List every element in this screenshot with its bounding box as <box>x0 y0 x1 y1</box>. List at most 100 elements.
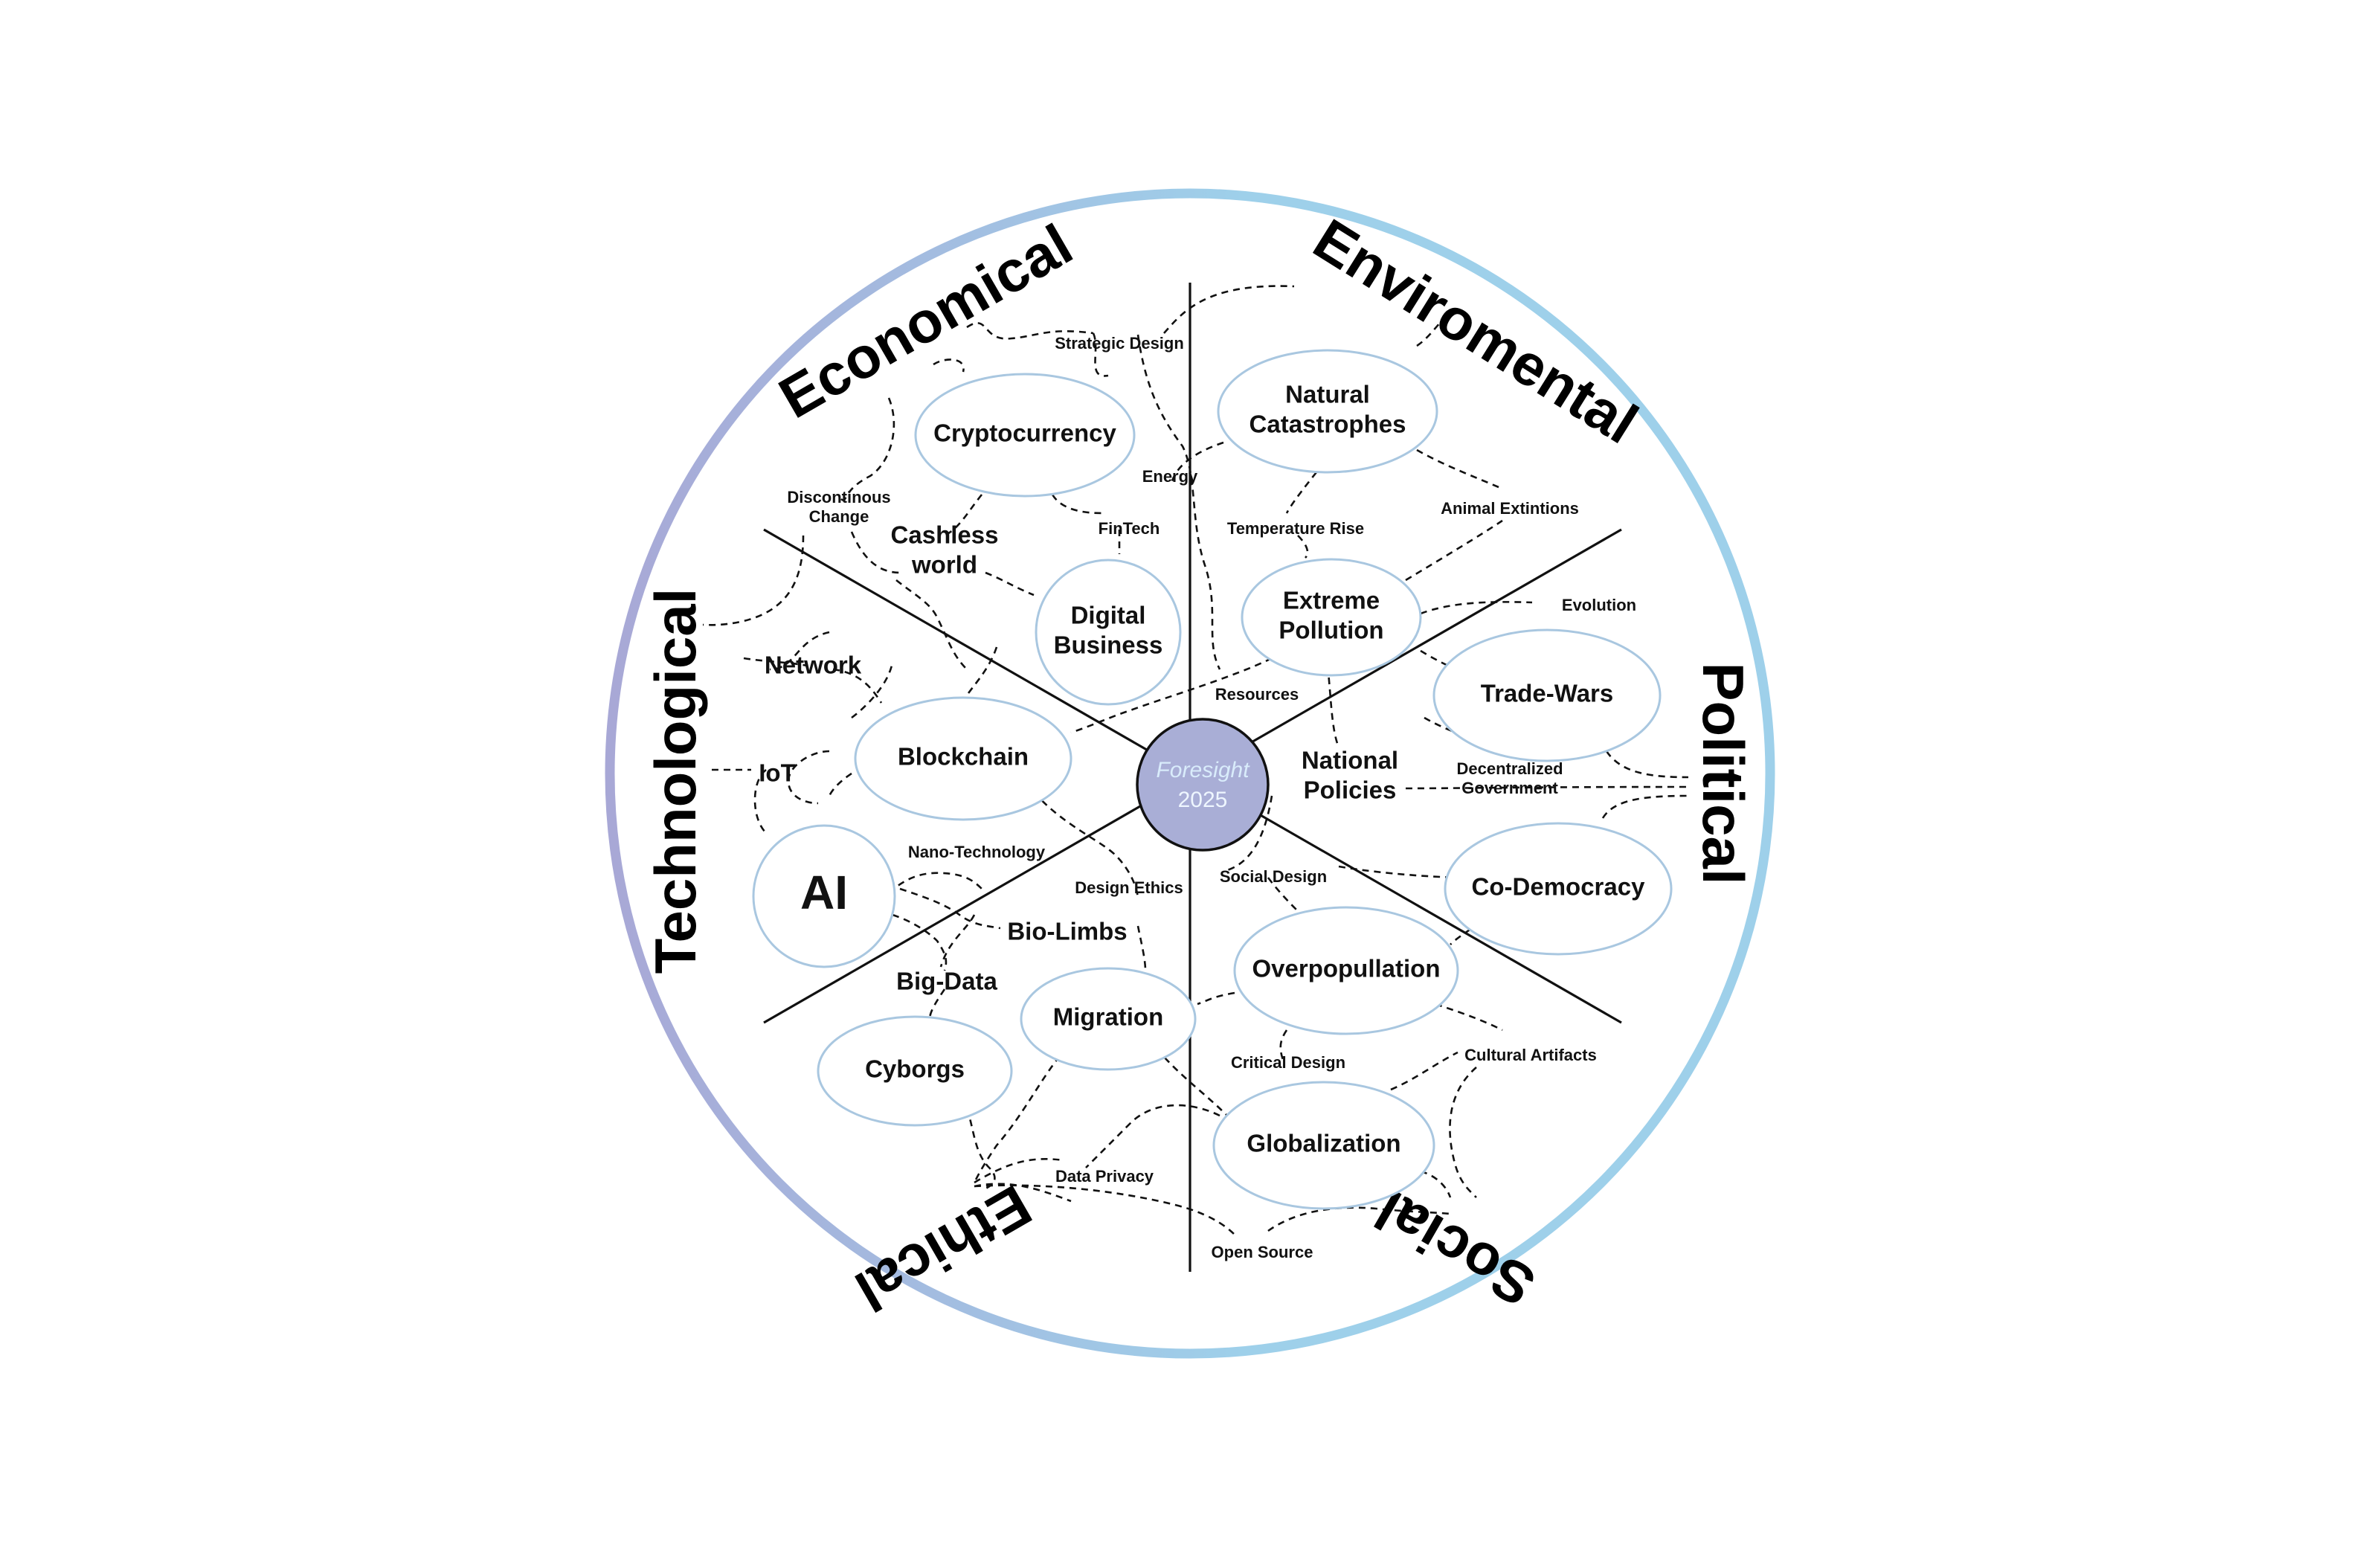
connection <box>1197 991 1235 1006</box>
tag-social-design-text: Social Design <box>1220 867 1327 886</box>
tags-layer: Strategic Design Energy Animal Extintion… <box>787 334 1636 1261</box>
tag-discontinous-change-text: Discontinous <box>787 488 890 506</box>
segment-label-social: Social <box>1365 1177 1546 1319</box>
connection <box>828 772 852 797</box>
connection <box>1416 319 1444 347</box>
label-bio-limbs: Bio-Limbs <box>1007 918 1127 945</box>
node-trade-wars: Trade-Wars <box>1432 628 1662 762</box>
connection <box>974 1184 1235 1235</box>
node-overpopullation-text: Overpopullation <box>1252 955 1440 982</box>
connection <box>974 1183 1072 1203</box>
node-natural-catastrophes-ellipse <box>1217 349 1438 474</box>
connection <box>1605 750 1689 779</box>
tag-strategic-design: Strategic Design <box>1055 334 1184 353</box>
node-ai-ellipse <box>752 824 896 968</box>
tag-nano-technology: Nano-Technology <box>908 843 1046 861</box>
node-cryptocurrency: Cryptocurrency <box>914 373 1136 498</box>
tag-evolution-text: Evolution <box>1562 596 1636 614</box>
center-title: Foresight <box>1156 758 1250 782</box>
node-trade-wars-ellipse <box>1432 628 1662 762</box>
connection <box>1226 795 1273 872</box>
node-blockchain: Blockchain <box>854 696 1072 821</box>
connection <box>1136 925 1147 971</box>
tag-temperature-rise: Temperature Rise <box>1227 519 1364 538</box>
node-digital-business-text: Digital <box>1071 602 1146 629</box>
connection <box>944 494 983 537</box>
node-globalization-text: Globalization <box>1247 1130 1400 1157</box>
node-cyborgs-text: Cyborgs <box>865 1055 965 1083</box>
connection <box>1338 865 1458 879</box>
tag-fintech: FinTech <box>1099 519 1160 538</box>
tag-energy-text: Energy <box>1142 467 1198 486</box>
tag-cultural-artifacts: Cultural Artifacts <box>1464 1046 1597 1064</box>
connection <box>840 397 895 501</box>
node-cyborgs: Cyborgs <box>817 1015 1013 1127</box>
node-natural-catastrophes-text: Natural <box>1285 381 1370 408</box>
tag-design-ethics: Design Ethics <box>1075 878 1183 897</box>
node-cryptocurrency-text: Cryptocurrency <box>933 419 1116 447</box>
label-national-policies-text: National <box>1302 747 1398 774</box>
connection <box>888 872 982 894</box>
connection <box>1163 285 1295 334</box>
connection <box>1092 332 1109 377</box>
connection <box>1405 519 1503 582</box>
label-iot: IoT <box>759 759 795 787</box>
connection <box>933 358 965 373</box>
connection <box>1416 448 1499 489</box>
connection <box>832 668 883 704</box>
node-blockchain-text: Blockchain <box>898 743 1029 771</box>
tag-cultural-artifacts-text: Cultural Artifacts <box>1464 1046 1597 1064</box>
connection <box>851 661 894 719</box>
connection <box>1085 1104 1220 1168</box>
segment-label-technological: Technological <box>643 588 708 974</box>
outer-ring <box>605 188 1775 1359</box>
node-trade-wars-text: Trade-Wars <box>1481 680 1614 707</box>
connection <box>1420 601 1533 615</box>
connection <box>985 571 1035 596</box>
node-digital-business-text: Business <box>1054 631 1163 659</box>
node-ai: AI <box>752 824 896 968</box>
label-big-data: Big-Data <box>896 968 997 995</box>
tag-energy: Energy <box>1142 467 1198 486</box>
connection <box>939 914 976 968</box>
connection <box>1297 535 1309 559</box>
tag-open-source: Open Source <box>1212 1243 1313 1261</box>
tag-discontinous-change-text: Change <box>809 507 869 526</box>
node-overpopullation-ellipse <box>1233 906 1459 1035</box>
connection <box>1279 1029 1288 1061</box>
connection <box>974 1158 1064 1184</box>
tag-data-privacy-text: Data Privacy <box>1055 1167 1154 1186</box>
connection <box>1405 785 1689 790</box>
connection <box>1267 1206 1451 1232</box>
connection <box>1051 494 1105 515</box>
tag-fintech-text: FinTech <box>1099 519 1160 538</box>
node-cyborgs-ellipse <box>817 1015 1013 1127</box>
connection <box>973 1055 1061 1183</box>
tag-animal-extintions: Animal Extintions <box>1441 499 1579 518</box>
connection <box>1070 657 1273 734</box>
tag-decentralized-government-text: Government <box>1461 779 1558 797</box>
connection <box>965 646 998 696</box>
connection <box>787 750 830 805</box>
dashed-connections <box>702 285 1689 1235</box>
tag-strategic-design-text: Strategic Design <box>1055 334 1184 353</box>
node-natural-catastrophes-text: Catastrophes <box>1250 411 1406 438</box>
center-circle <box>1136 718 1270 852</box>
connection <box>928 988 946 1020</box>
connection <box>892 913 948 971</box>
connection <box>850 531 901 574</box>
connection <box>1285 472 1318 514</box>
center-hub: Foresight 2025 <box>1136 718 1270 852</box>
tag-nano-technology-text: Nano-Technology <box>908 843 1046 861</box>
node-globalization-ellipse <box>1212 1081 1435 1210</box>
connection <box>965 1107 996 1191</box>
label-cashless-world-text: world <box>911 551 977 579</box>
connection <box>1449 1067 1477 1198</box>
label-bio-limbs-text: Bio-Limbs <box>1007 918 1127 945</box>
